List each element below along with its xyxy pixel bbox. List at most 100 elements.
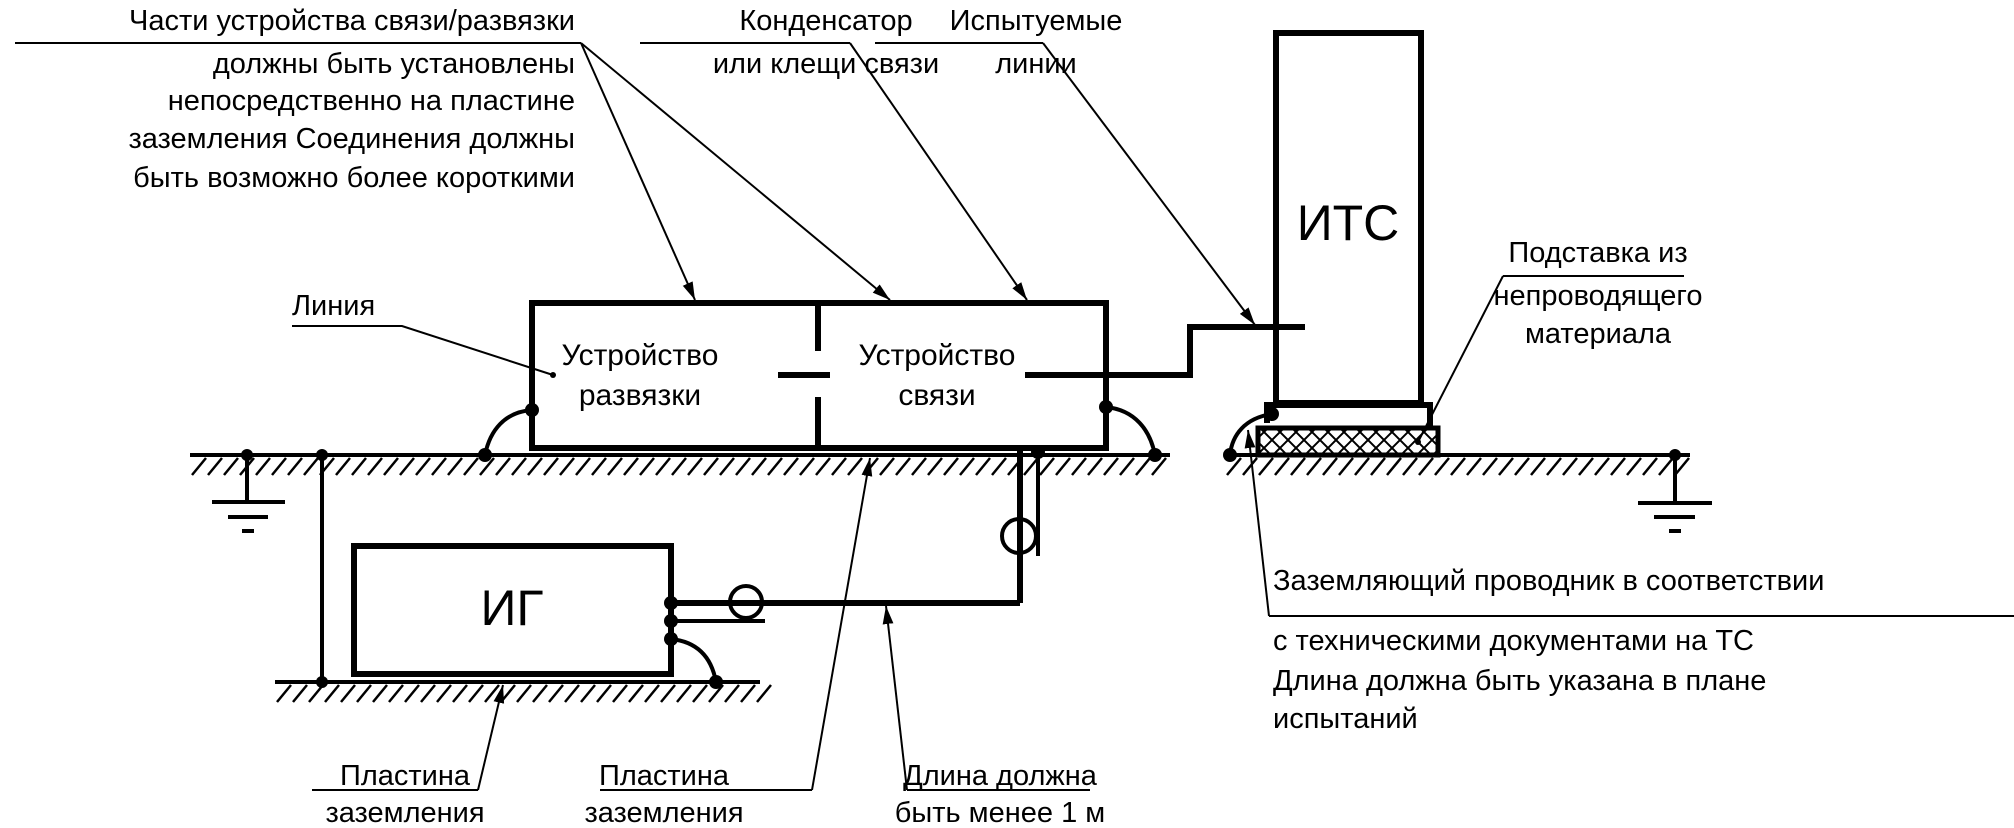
ground-hatch-stroke	[1119, 457, 1135, 476]
ground-hatch-stroke	[943, 457, 959, 476]
parts-note-line4: заземления Соединения должны	[128, 123, 575, 155]
ground-hatch-stroke	[1594, 457, 1610, 476]
capacitor-label-line2: или клещи связи	[713, 48, 939, 80]
ground-hatch-stroke	[799, 457, 815, 476]
ground-hatch-stroke	[367, 457, 383, 476]
ground-hatch-stroke	[719, 457, 735, 476]
ground-hatch-stroke	[1135, 457, 1151, 476]
ground-hatch-stroke	[559, 457, 575, 476]
ground-hatch-stroke	[735, 457, 751, 476]
ground-plane-main	[190, 453, 1170, 476]
ground-hatch-stroke	[1530, 457, 1546, 476]
nonconductive-stand	[1255, 425, 1441, 458]
ground-hatch-stroke	[431, 457, 447, 476]
ground-hatch-stroke	[287, 457, 303, 476]
ground-hatch-stroke	[1578, 457, 1594, 476]
stand-label-line2: непроводящего	[1493, 280, 1702, 312]
coupling-label-line1: Устройство	[859, 339, 1016, 372]
ground-hatch-stroke	[292, 684, 308, 703]
ground-conductor-line4: испытаний	[1273, 703, 1418, 735]
ground-hatch-stroke	[895, 457, 911, 476]
ground-hatch-stroke	[388, 684, 404, 703]
lines-under-test-wire	[1106, 324, 1305, 378]
annotation-parts-note: Части устройства связи/развязки должны б…	[15, 5, 891, 301]
ground-hatch-stroke	[383, 457, 399, 476]
ground-plane-right	[1225, 453, 1690, 476]
ground-hatch-stroke	[927, 457, 943, 476]
ground-plate-mid-line1: Пластина	[599, 760, 730, 792]
ground-hatch-stroke	[516, 684, 532, 703]
ground-hatch-stroke	[447, 457, 463, 476]
ground-hatch-stroke	[1354, 457, 1370, 476]
ground-hatch-stroke	[991, 457, 1007, 476]
ground-hatch-stroke	[436, 684, 452, 703]
ground-hatch-stroke	[1658, 457, 1674, 476]
coupling-label-line2: связи	[898, 379, 975, 412]
ground-hatch-stroke	[1642, 457, 1658, 476]
ground-hatch-stroke	[303, 457, 319, 476]
generator-label: ИГ	[480, 580, 543, 636]
ground-hatch-stroke	[255, 457, 271, 476]
ground-hatch-stroke	[532, 684, 548, 703]
ground-hatch-stroke	[1151, 457, 1167, 476]
ground-hatch-stroke	[495, 457, 511, 476]
earth-symbol-right	[1638, 449, 1712, 533]
decoupling-label-line2: развязки	[579, 379, 701, 412]
ground-hatch-stroke	[404, 684, 420, 703]
ground-hatch-stroke	[1087, 457, 1103, 476]
ground-hatch-stroke	[399, 457, 415, 476]
annotation-length-note: Длина должна быть менее 1 м	[882, 605, 1105, 828]
ground-hatch-stroke	[271, 457, 287, 476]
ground-hatch-stroke	[1562, 457, 1578, 476]
ground-hatch-stroke	[351, 457, 367, 476]
generator-box: ИГ	[351, 543, 674, 677]
ground-hatch-stroke	[1402, 457, 1418, 476]
stand-label-line1: Подставка из	[1508, 237, 1687, 269]
annotation-ground-conductor: Заземляющий проводник в соответствии с т…	[1244, 429, 2014, 735]
cdn-box	[529, 300, 1109, 451]
generator-ground-strap	[670, 637, 723, 689]
ground-hatch-stroke	[687, 457, 703, 476]
ground-hatch-stroke	[628, 684, 644, 703]
ground-hatch-stroke	[724, 684, 740, 703]
ground-hatch-stroke	[1434, 457, 1450, 476]
ground-plate-mid-line2: заземления	[584, 797, 743, 828]
ground-hatch-stroke	[767, 457, 783, 476]
ground-hatch-stroke	[1674, 457, 1690, 476]
ground-hatch-stroke	[708, 684, 724, 703]
eut-ground-strap	[1223, 407, 1279, 462]
eut-base	[1264, 402, 1433, 428]
ground-hatch-stroke	[1626, 457, 1642, 476]
decoupling-device-label: Устройство развязки	[562, 339, 719, 412]
ground-hatch-stroke	[1274, 457, 1290, 476]
lines-under-test-line2: линии	[995, 48, 1077, 80]
ground-hatch-stroke	[1482, 457, 1498, 476]
ground-conductor-line1: Заземляющий проводник в соответствии	[1273, 565, 1824, 597]
ground-hatch-stroke	[692, 684, 708, 703]
ground-hatch-stroke	[564, 684, 580, 703]
ground-hatch-stroke	[324, 684, 340, 703]
ground-hatch-stroke	[644, 684, 660, 703]
annotation-lines-under-test: Испытуемые линии	[875, 5, 1256, 326]
ground-hatch-stroke	[612, 684, 628, 703]
line-label: Линия	[292, 290, 375, 322]
annotation-stand: Подставка из непроводящего материала	[1415, 237, 1703, 445]
ground-hatch-stroke	[463, 457, 479, 476]
coupling-device-label: Устройство связи	[859, 339, 1016, 412]
ground-hatch-stroke	[580, 684, 596, 703]
ground-hatch-stroke	[527, 457, 543, 476]
ground-hatch-stroke	[847, 457, 863, 476]
annotation-ground-plate-left: Пластина заземления	[312, 684, 505, 828]
ground-hatch-stroke	[596, 684, 612, 703]
ground-hatch-stroke	[660, 684, 676, 703]
ground-hatch-stroke	[1514, 457, 1530, 476]
ground-hatch-stroke	[911, 457, 927, 476]
parts-note-line5: быть возможно более короткими	[133, 162, 575, 194]
parts-note-line1: Части устройства связи/развязки	[129, 5, 575, 37]
ground-hatch-stroke	[356, 684, 372, 703]
ground-hatch-stroke	[1498, 457, 1514, 476]
ground-conductor-line2: с техническими документами на ТС	[1273, 625, 1754, 657]
ground-hatch-stroke	[1386, 457, 1402, 476]
ground-hatch-stroke	[207, 457, 223, 476]
ground-hatch-stroke	[1242, 457, 1258, 476]
